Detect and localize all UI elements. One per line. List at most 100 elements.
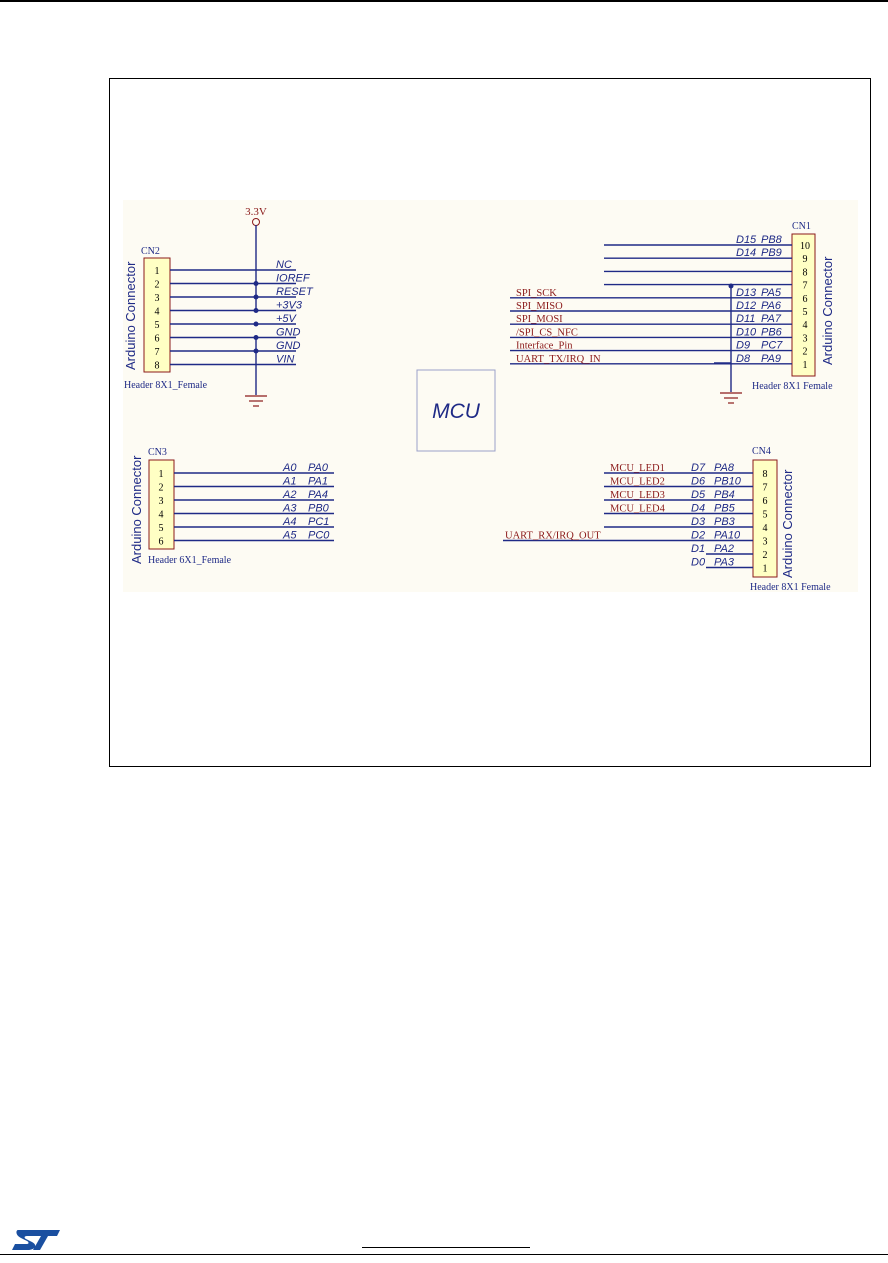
cn4-pin-number: 6 [763, 496, 768, 507]
cn3-connector-title: Arduino Connector [129, 455, 144, 564]
cn4-arduino-label: D1 [691, 543, 705, 555]
cn2-junction [253, 308, 259, 313]
cn1-pin-number: 8 [803, 267, 808, 278]
cn3-port-label: PA1 [308, 476, 328, 488]
header-rule [0, 0, 888, 2]
cn2-junction [253, 321, 259, 327]
ground-symbol-cn1 [720, 392, 742, 404]
cn4-arduino-label: D7 [691, 462, 706, 474]
cn3-body [148, 459, 175, 550]
cn1-arduino-label: D10 [736, 326, 757, 338]
cn1-arduino-label: D14 [736, 247, 756, 259]
cn4-signal-label: MCU_LED3 [610, 490, 665, 501]
cn1-signal-label: /SPI_CS_NFC [516, 327, 578, 338]
cn2-pin-number: 5 [155, 320, 160, 331]
cn3-pin-number: 2 [159, 483, 164, 494]
cn2-net-label: GND [276, 327, 301, 339]
cn4-arduino-label: D3 [691, 516, 706, 528]
st-logo-icon [12, 1230, 60, 1250]
cn4-footprint: Header 8X1 Female [750, 582, 831, 593]
cn1-arduino-label: D13 [736, 287, 757, 299]
cn4-port-label: PB10 [714, 476, 742, 488]
cn4-ref: CN4 [752, 446, 771, 457]
footer-rule [0, 1254, 888, 1255]
cn4-arduino-label: D5 [691, 489, 706, 501]
cn3-arduino-label: A5 [282, 530, 297, 542]
cn2-net-label: +3V3 [276, 300, 303, 312]
cn1-body [791, 233, 816, 377]
cn4-pin-number: 4 [763, 523, 768, 534]
cn2-junction [253, 348, 259, 354]
cn3-arduino-label: A0 [282, 462, 297, 474]
cn4-signal-label: MCU_LED4 [610, 504, 666, 515]
cn1-arduino-label: D11 [736, 313, 755, 325]
cn1-port-label: PA5 [761, 287, 782, 299]
cn1-arduino-label: D8 [736, 353, 751, 365]
cn4-signal-label: MCU_LED1 [610, 463, 665, 474]
cn2-junction [253, 281, 259, 286]
cn2-pin-number: 1 [155, 266, 160, 277]
cn4-port-label: PB4 [714, 489, 735, 501]
cn4-pin-number: 3 [763, 537, 768, 548]
cn1-port-label: PA7 [761, 313, 782, 325]
cn2-pin-number: 2 [155, 280, 160, 291]
cn3-arduino-label: A1 [282, 476, 296, 488]
cn1-ref: CN1 [792, 221, 811, 232]
cn1-connector-title: Arduino Connector [820, 256, 835, 365]
cn2-net-label: NC [276, 259, 292, 271]
cn1-port-label: PB9 [761, 247, 782, 259]
cn1-pin-number: 6 [803, 294, 808, 305]
cn3-arduino-label: A4 [282, 516, 296, 528]
cn4-signal-label: UART_RX/IRQ_OUT [505, 531, 601, 542]
cn4-port-label: PA8 [714, 462, 735, 474]
cn3-port-label: PC1 [308, 516, 329, 528]
cn3-pin-number: 1 [159, 469, 164, 480]
cn3-port-label: PA0 [308, 462, 329, 474]
cn1-pin-number: 2 [803, 347, 808, 358]
cn2-junction [253, 294, 259, 300]
figure-frame [109, 78, 871, 767]
cn1-arduino-label: D12 [736, 300, 756, 312]
cn4-connector-title: Arduino Connector [780, 469, 795, 578]
cn2-pin-number: 3 [155, 293, 160, 304]
connector-cn2: CN2 Arduino Connector Header 8X1_Female … [123, 246, 314, 391]
cn1-signal-label: SPI_MOSI [516, 314, 563, 325]
power-label: 3.3V [245, 206, 267, 218]
connector-cn1: CN1 Arduino Connector Header 8X1 Female … [510, 221, 835, 392]
cn3-footprint: Header 6X1_Female [148, 555, 232, 566]
connector-cn4: CN4 Arduino Connector Header 8X1 Female … [503, 446, 831, 593]
cn4-arduino-label: D6 [691, 476, 706, 488]
cn1-pin-number: 3 [803, 333, 808, 344]
cn1-pin-number: 1 [803, 360, 808, 371]
cn2-pin-number: 7 [155, 347, 160, 358]
cn4-port-label: PB5 [714, 503, 736, 515]
cn1-pin-number: 10 [800, 241, 810, 252]
cn3-ref: CN3 [148, 447, 167, 458]
cn3-pin-number: 4 [159, 510, 164, 521]
cn2-footprint: Header 8X1_Female [124, 380, 208, 391]
ground-symbol-cn2 [245, 395, 267, 407]
cn2-connector-title: Arduino Connector [123, 261, 138, 370]
cn3-pin-number: 5 [159, 523, 164, 534]
cn2-net-label: VIN [276, 354, 294, 366]
cn4-pin-number: 2 [763, 550, 768, 561]
cn1-port-label: PB6 [761, 326, 783, 338]
cn1-pin-number: 7 [803, 281, 808, 292]
cn4-pin-number: 1 [763, 564, 768, 575]
cn3-arduino-label: A2 [282, 489, 296, 501]
cn4-arduino-label: D0 [691, 557, 706, 569]
cn2-ref: CN2 [141, 246, 160, 257]
cn1-port-label: PA6 [761, 300, 782, 312]
cn2-pin-number: 4 [155, 307, 160, 318]
mcu-block [416, 369, 496, 452]
cn2-body [143, 257, 171, 373]
cn2-pin-number: 8 [155, 361, 160, 372]
cn2-junction [253, 335, 259, 340]
cn4-pin-number: 8 [763, 469, 768, 480]
cn1-signal-label: SPI_SCK [516, 288, 557, 299]
cn4-port-label: PA2 [714, 543, 734, 555]
cn3-arduino-label: A3 [282, 503, 297, 515]
cn3-port-label: PC0 [308, 530, 330, 542]
cn3-port-label: PB0 [308, 503, 330, 515]
cn1-arduino-label: D9 [736, 340, 750, 352]
